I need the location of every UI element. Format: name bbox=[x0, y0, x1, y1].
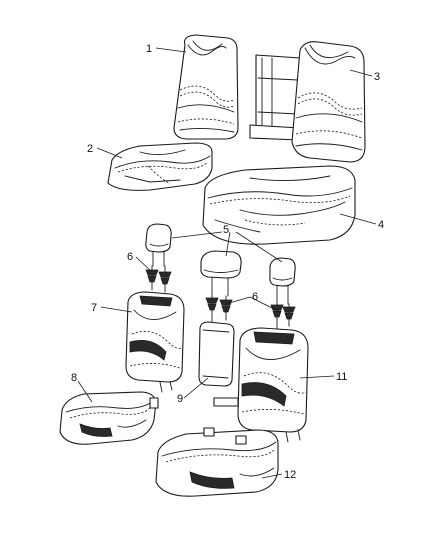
part-1-seat-back-left[interactable] bbox=[173, 34, 239, 140]
part-5-headrest-left[interactable] bbox=[145, 223, 172, 267]
callout-4: 4 bbox=[378, 219, 384, 231]
leader-lines bbox=[77, 47, 377, 479]
part-12-front-seat-cushion[interactable] bbox=[155, 427, 279, 497]
callout-6-left: 6 bbox=[127, 251, 133, 263]
callout-11: 11 bbox=[336, 371, 347, 383]
part-11-front-seat-back[interactable] bbox=[213, 327, 309, 443]
part-7-front-seat-back[interactable] bbox=[125, 291, 185, 393]
callout-9: 9 bbox=[177, 393, 183, 405]
part-4-seat-cushion-right[interactable] bbox=[202, 165, 356, 245]
callout-12: 12 bbox=[284, 469, 296, 481]
part-6-headrest-guides-center[interactable] bbox=[205, 295, 233, 323]
part-2-seat-cushion-left[interactable] bbox=[107, 142, 213, 191]
part-3-seat-back-right[interactable] bbox=[249, 41, 366, 163]
part-5-headrest-right[interactable] bbox=[269, 257, 296, 305]
callout-2: 2 bbox=[87, 143, 93, 155]
callout-8: 8 bbox=[71, 372, 77, 384]
part-6-headrest-guides-right[interactable] bbox=[270, 303, 296, 331]
callout-6-right: 6 bbox=[252, 291, 258, 303]
part-9-armrest[interactable] bbox=[198, 321, 235, 387]
callout-3: 3 bbox=[374, 71, 380, 83]
part-6-headrest-guides-left[interactable] bbox=[145, 265, 172, 293]
callout-labels: 1 2 3 4 5 6 6 7 8 9 11 12 bbox=[71, 43, 384, 481]
callout-5: 5 bbox=[223, 224, 229, 236]
callout-1: 1 bbox=[146, 43, 152, 55]
callout-7: 7 bbox=[91, 302, 97, 314]
part-8-front-seat-cushion[interactable] bbox=[59, 391, 159, 445]
part-5-headrest-center[interactable] bbox=[200, 250, 242, 297]
